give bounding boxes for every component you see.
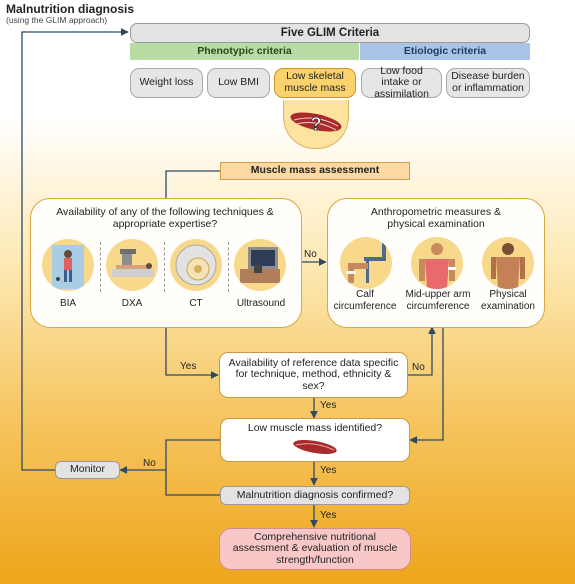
criterion-low-muscle-mass: Low skeletal muscle mass [274,68,356,98]
physical-exam-icon [482,237,534,289]
yes-label-low-mass: Yes [320,465,337,476]
arm-icon [411,237,463,289]
ct-label: CT [189,298,203,309]
yes-label-confirmed: Yes [320,510,337,521]
final-assessment-box: Comprehensive nutritional assessment & e… [219,528,411,570]
calf-label: Calf circumference [333,289,397,312]
dxa-label: DXA [121,298,143,309]
etiologic-header: Etiologic criteria [360,43,530,60]
criterion-low-food-intake: Low food intake or assimilation [361,64,442,100]
glim-title: Five GLIM Criteria [280,26,380,39]
page-title: Malnutrition diagnosis [6,2,134,16]
question-muscle-icon: ? [283,100,349,149]
anthropometric-title: Anthropometric measures & physical exami… [370,206,502,231]
monitor-label: Monitor [69,463,105,476]
diagnosis-confirmed-box: Malnutrition diagnosis confirmed? [220,486,410,505]
monitor-box: Monitor [55,461,120,479]
yes-label-reference: Yes [320,400,337,411]
ct-icon [170,239,222,291]
no-label-low-mass: No [143,458,156,469]
arm-label: Mid-upper arm circumference [405,289,471,312]
criterion-label: Disease burden or inflammation [451,70,525,94]
criterion-weight-loss: Weight loss [130,68,203,98]
phenotypic-label: Phenotypic criteria [197,44,292,57]
reference-question-text: Availability of reference data specific … [228,356,399,392]
bia-label: BIA [59,298,77,309]
criterion-disease-burden: Disease burden or inflammation [446,68,530,98]
dxa-icon [106,239,158,291]
criterion-label: Low BMI [218,76,259,89]
criterion-label: Low food intake or assimilation [374,64,429,100]
phenotypic-header: Phenotypic criteria [130,43,359,60]
assessment-title: Muscle mass assessment [250,164,380,177]
criterion-label: Weight loss [139,76,194,89]
techniques-question: Availability of any of the following tec… [56,206,274,231]
svg-text:?: ? [311,114,322,134]
etiologic-label: Etiologic criteria [403,44,487,57]
no-label-reference: No [412,362,425,373]
glim-title-box: Five GLIM Criteria [130,23,530,43]
ultrasound-label: Ultrasound [236,298,286,309]
yes-label-techniques: Yes [180,361,197,372]
bia-icon [42,239,94,291]
divider [100,242,101,292]
low-muscle-mass-question: Low muscle mass identified? [247,422,383,434]
muscle-mass-assessment-box: Muscle mass assessment [220,162,410,180]
divider [228,242,229,292]
physical-exam-label: Physical examination [481,289,535,312]
page-subtitle: (using the GLIM approach) [6,15,108,25]
no-label-techniques: No [304,249,317,260]
calf-icon [340,237,392,289]
criterion-label: Low skeletal muscle mass [284,70,346,94]
confirmed-question: Malnutrition diagnosis confirmed? [236,488,394,501]
divider [164,242,165,292]
ultrasound-icon [234,239,286,291]
final-text: Comprehensive nutritional assessment & e… [232,530,398,566]
criterion-low-bmi: Low BMI [207,68,270,98]
reference-data-question: Availability of reference data specific … [219,352,408,398]
muscle-icon [290,436,340,458]
low-muscle-mass-box [220,418,410,462]
